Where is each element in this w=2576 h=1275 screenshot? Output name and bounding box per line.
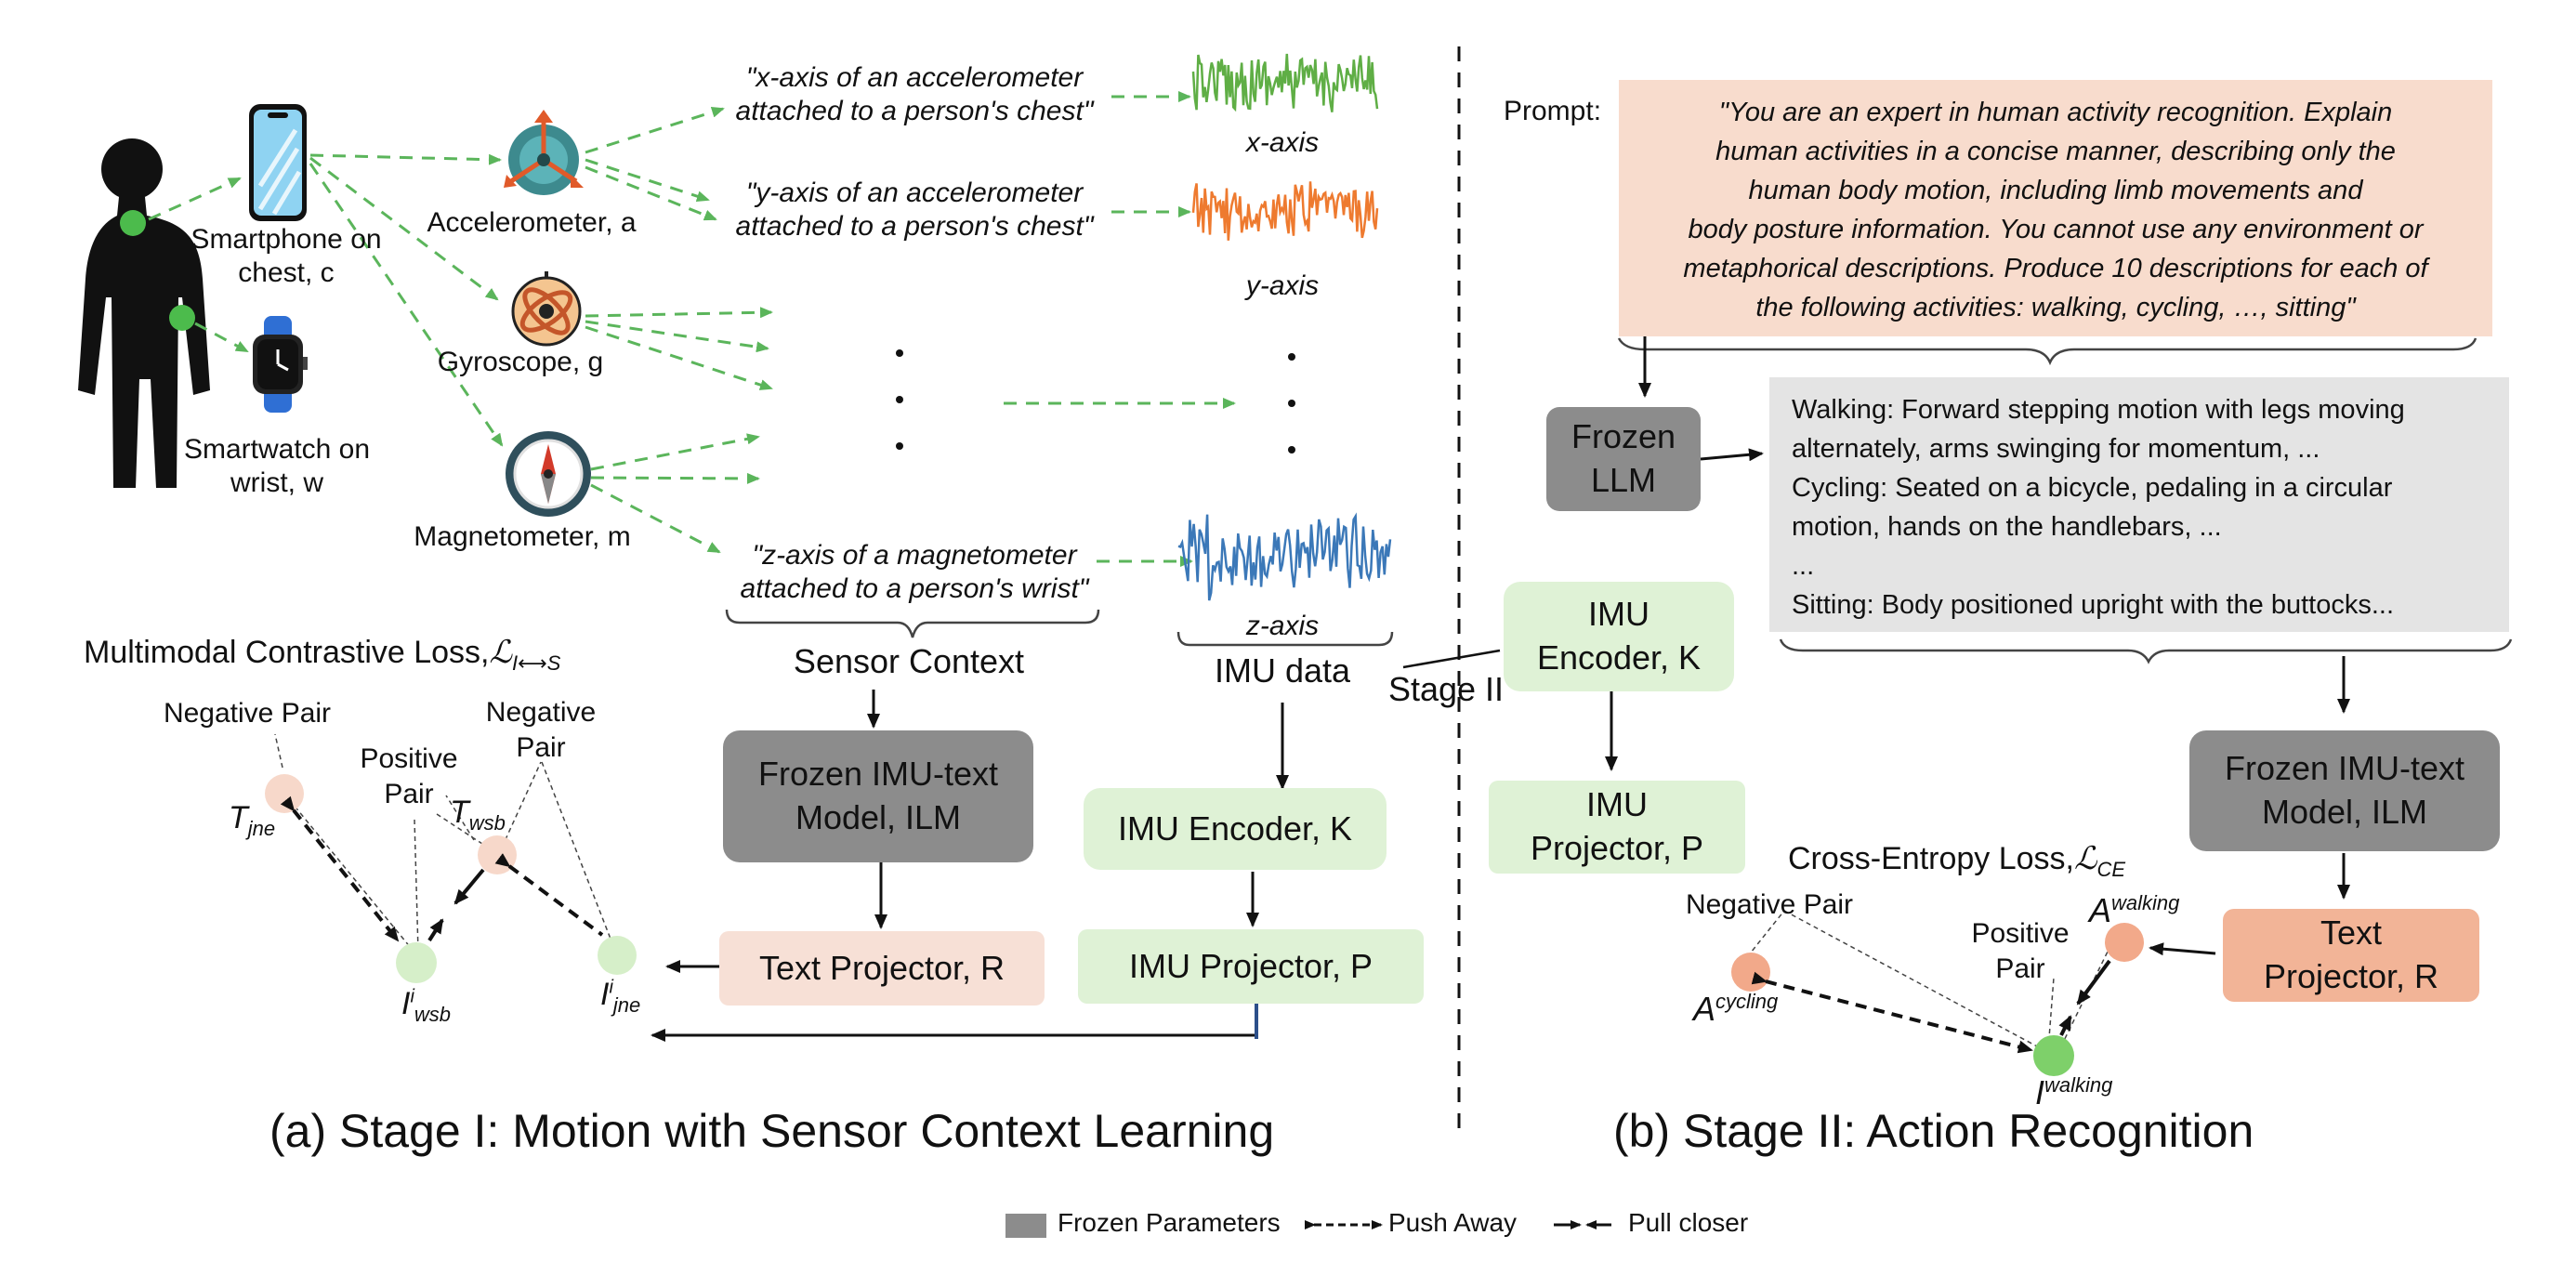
y-axis-context-text: "y-axis of an accelerometer attached to … [735,177,1094,242]
stage2-text-projector-box: Text Projector, R [2223,909,2479,1002]
ellipsis-dots [896,349,1295,453]
person-silhouette-icon [78,138,210,488]
smartwatch-label: Smartwatch on wrist, w [183,434,371,498]
y-axis-signal-label: y-axis [1245,270,1320,301]
stage2-positive-pair-label: Positive Pair [1971,918,2070,984]
imu-data-brace [1176,631,1394,647]
stage1-arrows [651,690,1289,1042]
stage2-imu-encoder-box: IMU Encoder, K [1504,582,1734,691]
x-axis-signal [1191,53,1379,112]
stage1-imu-encoder-text: IMU Encoder, K [1117,808,1353,848]
stage2-negative-pair-label: Negative Pair [1685,889,1854,920]
t-wsb-label: Twsb [450,795,506,835]
negative-pair-label-1: Negative Pair [163,698,332,729]
x-axis-context-text: "x-axis of an accelerometer attached to … [735,62,1094,126]
prompt-box: "You are an expert in human activity rec… [1619,80,2492,336]
prompt-label: Prompt: [1504,96,1602,126]
imu-data-label: IMU data [1214,651,1351,690]
i-jne-label: Iijne [600,977,641,1017]
chest-sensor-dot [120,210,146,236]
t-jne-label: Tjne [229,800,276,840]
stage1-imu-projector-text: IMU Projector, P [1128,946,1373,985]
stage1-imu-projector-box: IMU Projector, P [1078,929,1424,1004]
description-line: Cycling: Seated on a bicycle, pedaling i… [1792,473,2393,503]
stage2-imu-encoder-text: IMU Encoder, K [1536,595,1702,677]
z-axis-signal-label: z-axis [1245,611,1320,641]
smartwatch-icon [253,316,308,413]
sensor-dashed-arrows [148,91,1236,567]
smartphone-icon [249,104,307,221]
smartphone-label: Smartphone on chest, c [191,224,382,288]
z-axis-context-text: "z-axis of a magnetometer attached to a … [740,540,1089,604]
frozen-llm-box: Frozen LLM [1546,407,1701,511]
prompt-brace [1617,337,2477,366]
stage1-frozen-ilm-box: Frozen IMU-text Model, ILM [723,730,1033,862]
negative-pair-label-2: Negative Pair [485,697,597,763]
gyroscope-label: Gyroscope, g [437,347,604,377]
legend-pull-label: Pull closer [1628,1208,1749,1237]
legend-graphics [1005,1214,1611,1238]
y-axis-signal [1191,181,1379,241]
description-line: Walking: Forward stepping motion with le… [1792,395,2405,425]
stage1-text-projector-box: Text Projector, R [719,931,1045,1006]
frozen-llm-text: Frozen LLM [1571,417,1676,499]
stage2-label: Stage II [1387,670,1505,708]
a-cycling-label: Acycling [1693,990,1779,1028]
contrastive-loss-title: Multimodal Contrastive Loss,ℒI⟷S [84,634,561,675]
prompt-text: "You are an expert in human activity rec… [1683,98,2428,322]
i-walking-label: Iwalking [2035,1073,2113,1111]
legend-frozen-label: Frozen Parameters [1058,1208,1281,1237]
magnetometer-label: Magnetometer, m [414,521,631,552]
cross-entropy-title: Cross-Entropy Loss,ℒCE [1788,840,2126,881]
stage1-frozen-ilm-text: Frozen IMU-text Model, ILM [757,755,999,836]
stage1-imu-encoder-box: IMU Encoder, K [1084,788,1387,870]
stage1-text-projector-text: Text Projector, R [758,948,1005,987]
stage2-text-projector-text: Text Projector, R [2263,914,2439,995]
accelerometer-label: Accelerometer, a [427,207,637,238]
gyroscope-icon [511,271,582,347]
z-axis-signal [1177,512,1392,601]
x-axis-signal-label: x-axis [1245,127,1320,158]
descriptions-brace [1779,638,2513,664]
stage2-connector [1402,649,1501,669]
wrist-sensor-dot [169,305,195,331]
stage2-ce-sketch [1731,910,2144,1076]
description-line: Sitting: Body positioned upright with th… [1792,590,2395,620]
stage2-frozen-ilm-text: Frozen IMU-text Model, ILM [2224,749,2465,831]
a-walking-label: Awalking [2089,891,2180,929]
description-line: ... [1792,551,1815,581]
sensor-context-label: Sensor Context [793,642,1025,680]
positive-pair-label: Positive Pair [360,743,458,809]
stage2-frozen-ilm-box: Frozen IMU-text Model, ILM [2189,730,2500,851]
stage2-imu-projector-box: IMU Projector, P [1489,781,1745,874]
sensor-context-brace [725,609,1100,638]
i-wsb-label: Iiwsb [401,986,452,1026]
stage2-imu-projector-text: IMU Projector, P [1530,785,1704,867]
description-line: motion, hands on the handlebars, ... [1792,512,2222,542]
magnetometer-icon [506,431,591,517]
stage2-arrows [1605,333,2350,956]
legend-push-label: Push Away [1388,1208,1518,1237]
activity-descriptions-box: Walking: Forward stepping motion with le… [1769,377,2509,632]
stage2-caption: (b) Stage II: Action Recognition [1613,1105,2254,1157]
description-line: alternately, arms swinging for momentum,… [1792,434,2320,464]
stage1-caption: (a) Stage I: Motion with Sensor Context … [269,1105,1275,1157]
stage1-contrastive-sketch [265,733,637,983]
accelerometer-icon [504,110,584,195]
